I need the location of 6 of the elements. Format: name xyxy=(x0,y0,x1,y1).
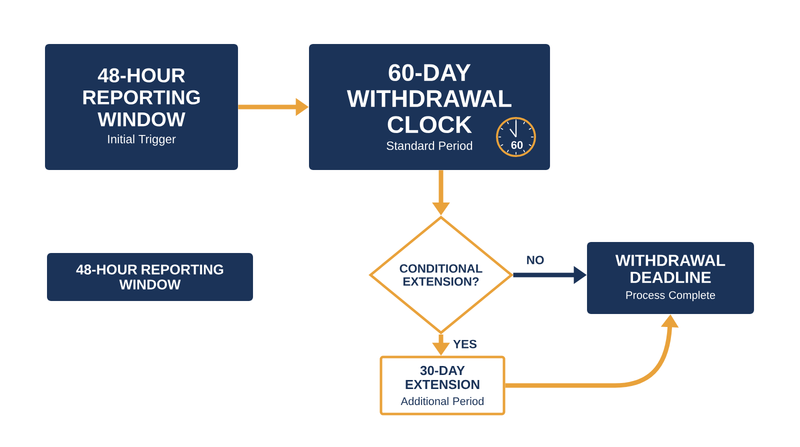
clock-number: 60 xyxy=(511,141,523,149)
edge-label: YES xyxy=(452,338,478,350)
process-box: WITHDRAWAL DEADLINE Process Complete xyxy=(587,242,754,314)
process-box: 48-HOUR REPORTING WINDOW xyxy=(47,253,253,301)
process-box: 30-DAY EXTENSION Additional Period xyxy=(380,356,506,416)
process-box: 48-HOUR REPORTING WINDOW Initial Trigger xyxy=(45,44,238,170)
